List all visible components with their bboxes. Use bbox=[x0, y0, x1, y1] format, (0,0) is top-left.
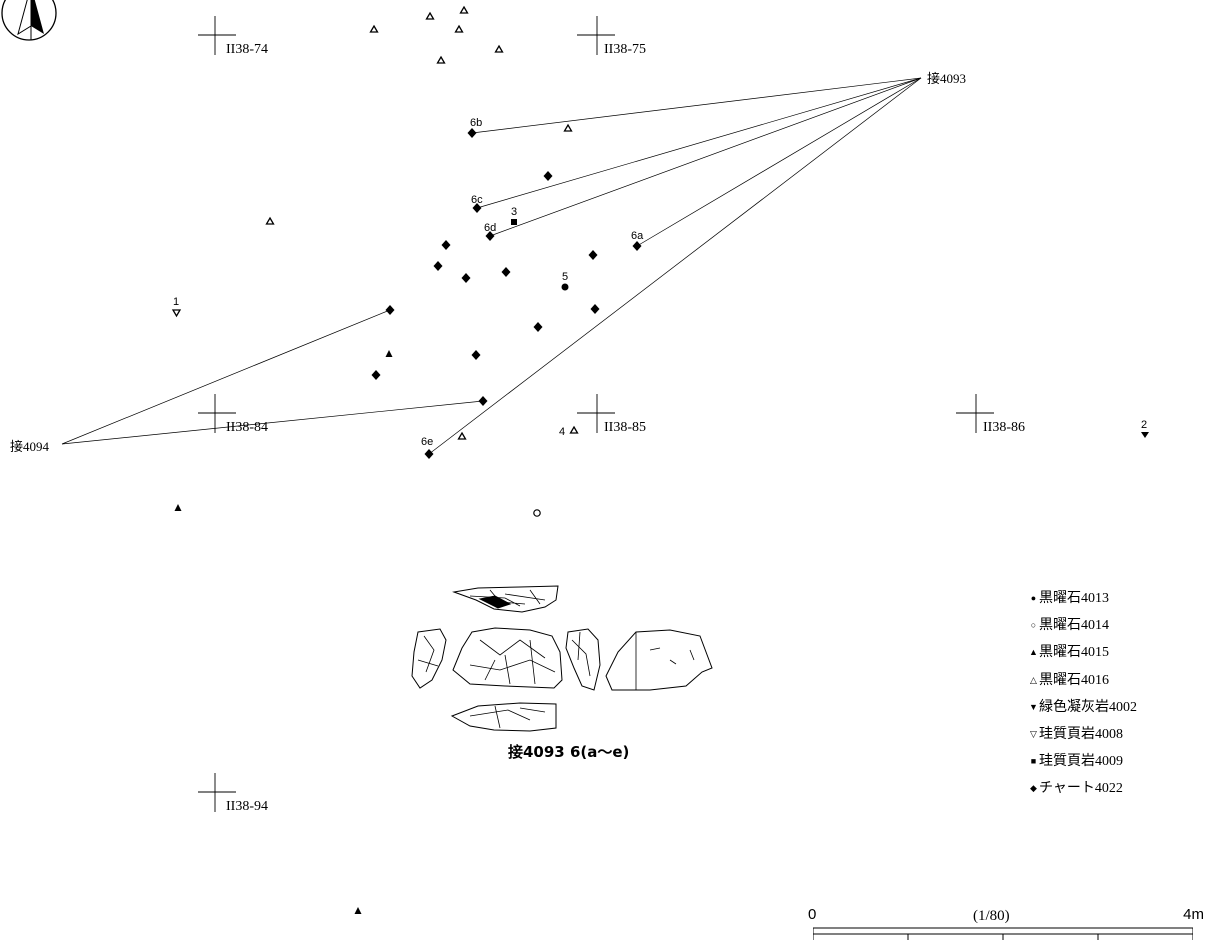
north-arrow-icon bbox=[1, 0, 57, 41]
legend-item-obsidian-4014: ○黒曜石4014 bbox=[1028, 615, 1137, 642]
grid-label-ii38-86: II38-86 bbox=[983, 420, 1025, 435]
point-6a bbox=[632, 241, 642, 251]
refit-line-6c bbox=[476, 77, 922, 209]
label-6c: 6c bbox=[471, 194, 483, 206]
legend-label: 黒曜石4016 bbox=[1039, 672, 1109, 688]
point-2 bbox=[1141, 432, 1149, 438]
point-chert bbox=[371, 370, 381, 380]
filled-triangle-icon: ▲ bbox=[1029, 647, 1038, 658]
point-6e bbox=[424, 449, 434, 459]
scale-bar-graphic bbox=[813, 927, 1193, 940]
artifact-view-back bbox=[605, 629, 713, 691]
open-circle-icon: ○ bbox=[1030, 620, 1037, 631]
refit-label-4094: 接4094 bbox=[10, 439, 50, 454]
grid-crosses bbox=[198, 16, 994, 812]
point-chert bbox=[533, 322, 543, 332]
legend-item-chert-4022: ◆チャート4022 bbox=[1028, 778, 1137, 805]
filled-circle-icon: ● bbox=[1030, 593, 1037, 603]
legend-item-green-tuff-4002: ▼緑色凝灰岩4002 bbox=[1028, 697, 1137, 724]
point-6b bbox=[467, 128, 477, 138]
label-2: 2 bbox=[1141, 419, 1147, 431]
label-5: 5 bbox=[562, 271, 568, 283]
grid-label-ii38-84: II38-84 bbox=[226, 420, 268, 435]
refit-lines bbox=[61, 77, 922, 455]
point-6d bbox=[485, 231, 495, 241]
refit-artifact-drawing bbox=[411, 585, 713, 732]
chert-4022-points bbox=[371, 128, 642, 459]
legend-label: チャート4022 bbox=[1039, 781, 1123, 797]
grid-cross-ii38-85 bbox=[577, 394, 615, 433]
legend-label: 緑色凝灰岩4002 bbox=[1039, 699, 1137, 715]
legend-label: 黒曜石4015 bbox=[1039, 645, 1109, 661]
open-down-triangle-icon: ▽ bbox=[1030, 728, 1037, 739]
label-6e: 6e bbox=[421, 436, 433, 448]
point-chert bbox=[478, 396, 488, 406]
legend-label: 黒曜石4013 bbox=[1039, 591, 1109, 606]
point-5 bbox=[561, 283, 569, 291]
refit-line-6e bbox=[428, 77, 922, 455]
artifact-view-top bbox=[452, 585, 559, 613]
point-chert bbox=[590, 304, 600, 314]
label-6b: 6b bbox=[470, 117, 482, 129]
legend-item-siliceous-shale-4009: ■珪質頁岩4009 bbox=[1028, 751, 1137, 778]
refit-caption: 接4093 6(a〜e) bbox=[508, 743, 630, 761]
point-6c bbox=[472, 203, 482, 213]
label-4: 4 bbox=[559, 426, 565, 438]
obsidian-4015-points bbox=[174, 350, 393, 914]
point-chert bbox=[433, 261, 443, 271]
point-4 bbox=[569, 425, 579, 434]
label-3: 3 bbox=[511, 206, 517, 218]
grid-label-ii38-75: II38-75 bbox=[604, 42, 646, 57]
point-chert bbox=[543, 171, 553, 181]
legend-item-obsidian-4013: ●黒曜石4013 bbox=[1028, 588, 1137, 615]
filled-diamond-icon: ◆ bbox=[1030, 783, 1037, 794]
refit-line-6a bbox=[636, 77, 922, 247]
refit-line-4094a bbox=[61, 309, 391, 445]
legend-item-obsidian-4015: ▲黒曜石4015 bbox=[1028, 642, 1137, 669]
refit-line-6d bbox=[489, 77, 922, 237]
grid-label-ii38-85: II38-85 bbox=[604, 420, 646, 435]
label-1: 1 bbox=[173, 296, 179, 308]
legend-label: 珪質頁岩4008 bbox=[1039, 726, 1123, 742]
artifact-view-left bbox=[411, 628, 447, 689]
point-chert bbox=[501, 267, 511, 277]
artifact-view-right bbox=[565, 628, 601, 691]
artifact-view-front bbox=[452, 627, 563, 689]
grid-cross-ii38-86 bbox=[956, 394, 994, 433]
label-6a: 6a bbox=[631, 230, 644, 242]
refit-label-4093: 接4093 bbox=[927, 71, 966, 86]
grid-cross-ii38-74 bbox=[198, 16, 236, 55]
open-triangle-icon: △ bbox=[1030, 674, 1037, 685]
legend-item-obsidian-4016: △黒曜石4016 bbox=[1028, 670, 1137, 697]
point-1 bbox=[171, 309, 182, 318]
filled-down-triangle-icon: ▼ bbox=[1029, 701, 1038, 712]
point-chert bbox=[385, 305, 395, 315]
legend: ●黒曜石4013 ○黒曜石4014 ▲黒曜石4015 △黒曜石4016 ▼緑色凝… bbox=[1028, 588, 1137, 806]
grid-cross-ii38-84 bbox=[198, 394, 236, 433]
grid-cross-ii38-75 bbox=[577, 16, 615, 55]
scale-end-label: 4m bbox=[1183, 906, 1204, 923]
artifact-view-bottom bbox=[450, 702, 557, 732]
refit-line-4094b bbox=[61, 400, 484, 445]
legend-label: 珪質頁岩4009 bbox=[1039, 754, 1123, 770]
refit-line-6b bbox=[471, 77, 922, 134]
point-chert bbox=[471, 350, 481, 360]
grid-label-ii38-74: II38-74 bbox=[226, 42, 268, 57]
grid-label-ii38-94: II38-94 bbox=[226, 799, 268, 814]
point-chert bbox=[461, 273, 471, 283]
scale-start-label: 0 bbox=[808, 906, 817, 923]
legend-label: 黒曜石4014 bbox=[1039, 618, 1109, 634]
obsidian-4016-points bbox=[265, 5, 579, 440]
point-chert bbox=[588, 250, 598, 260]
scale-ratio-label: (1/80) bbox=[973, 908, 1010, 924]
label-6d: 6d bbox=[484, 222, 496, 234]
scale-bar: 0 (1/80) 4m bbox=[808, 906, 1204, 946]
point-chert bbox=[441, 240, 451, 250]
legend-item-siliceous-shale-4008: ▽珪質頁岩4008 bbox=[1028, 724, 1137, 751]
point-3 bbox=[511, 219, 517, 225]
filled-square-icon: ■ bbox=[1030, 756, 1037, 767]
grid-cross-ii38-94 bbox=[198, 773, 236, 812]
obsidian-4014-point bbox=[533, 509, 541, 517]
